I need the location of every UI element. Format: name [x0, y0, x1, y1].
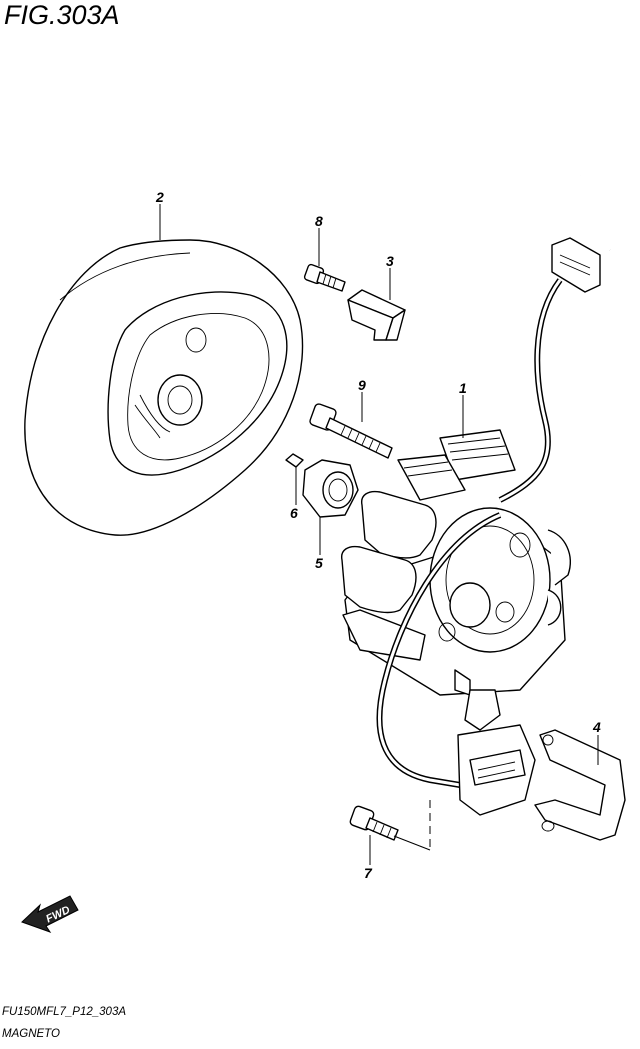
figure-title: FIG.303A [4, 0, 120, 30]
bolt-9-part[interactable] [309, 403, 393, 459]
bolt-8-part[interactable] [303, 263, 346, 292]
callout-6: 6 [290, 505, 298, 521]
callout-2: 2 [155, 189, 164, 205]
fwd-direction-arrow-icon: FWD [21, 895, 79, 933]
callout-9: 9 [358, 377, 366, 393]
stator-assembly-part[interactable] [341, 429, 571, 696]
callout-3: 3 [386, 253, 394, 269]
key-6-part[interactable] [285, 453, 304, 468]
callout-4: 4 [592, 719, 601, 735]
nut-5-part[interactable] [302, 459, 359, 518]
pickup-coil-part[interactable] [457, 689, 536, 816]
lead-wire-part[interactable] [376, 174, 612, 788]
bracket-4-part[interactable] [534, 729, 626, 841]
callout-7: 7 [364, 865, 373, 881]
figure-name: MAGNETO [2, 1028, 60, 1040]
callout-5: 5 [315, 555, 323, 571]
callout-1: 1 [459, 380, 467, 396]
flywheel-rotor-part[interactable] [24, 239, 304, 536]
callout-8: 8 [315, 213, 323, 229]
figure-code: FU150MFL7_P12_303A [2, 1006, 127, 1018]
screw-7-part[interactable] [349, 805, 399, 841]
clamp-3-part[interactable] [347, 289, 406, 341]
